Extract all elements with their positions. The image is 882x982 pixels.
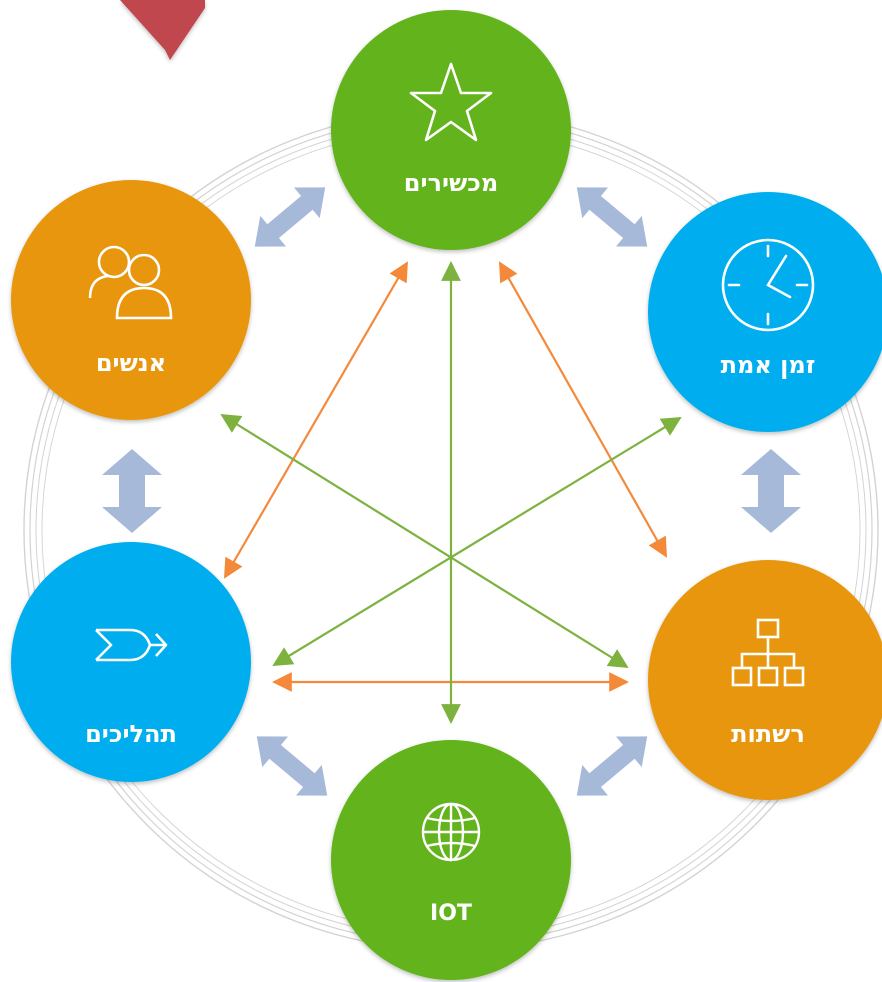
node-networks [648,560,882,800]
node-devices-label: מכשירים [404,169,498,197]
node-realtime-circle [648,192,882,432]
connection-devices-processes [224,261,408,579]
node-processes [11,542,251,782]
clock-icon [721,238,815,332]
node-realtime-label: זמן אמת [721,351,816,379]
node-people-circle [11,180,251,420]
ring-arrow-devices-realtime [576,187,648,247]
node-processes-label: תהליכים [85,720,177,748]
corner-marker [120,0,205,60]
node-networks-circle [648,560,882,800]
people-icon [88,245,173,320]
ring-arrows [102,187,801,796]
node-processes-circle [11,542,251,782]
connection-realtime-processes [272,416,682,667]
node-networks-label: רשתות [731,720,805,748]
node-devices [331,10,571,250]
ring-arrow-processes-iot [256,736,328,796]
ring-arrow-people-devices [254,187,326,247]
ring-arrow-iot-networks [576,736,648,796]
connections [220,261,682,724]
node-people [11,180,251,420]
node-people-label: אנשים [96,349,166,377]
node-realtime [648,192,882,432]
globe-icon [421,802,481,862]
node-devices-circle [331,10,571,250]
connection-people-networks [220,413,629,669]
merge-arrow-icon [95,628,168,662]
org-chart-icon [731,618,805,687]
star-icon [409,62,493,142]
ring-arrow-realtime-networks [741,449,801,533]
ring-arrow-people-processes [102,449,162,533]
node-iot-label: IOT [430,901,472,926]
